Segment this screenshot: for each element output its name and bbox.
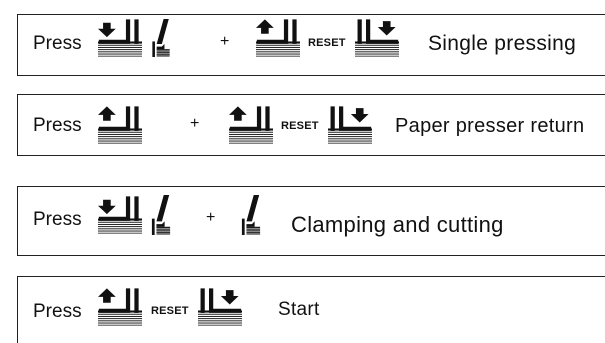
press-label: Press — [33, 209, 82, 230]
instruction-row-paper-presser-return: Press + RESET Paper presser return — [17, 94, 605, 156]
presser-up-icon — [98, 105, 142, 145]
reset-label: RESET — [281, 120, 319, 132]
presser-down-icon — [98, 193, 142, 237]
instruction-row-clamping-and-cutting: Press + Clamping and cutting — [17, 186, 605, 256]
reset-icon — [198, 287, 242, 327]
reset-label: RESET — [308, 37, 346, 49]
plus-sign: + — [206, 209, 216, 226]
reset-label: RESET — [151, 305, 189, 317]
action-description: Paper presser return — [395, 115, 585, 137]
plus-sign: + — [220, 33, 230, 50]
press-label: Press — [33, 33, 82, 54]
blade-icon — [241, 193, 261, 237]
plus-sign: + — [190, 115, 200, 132]
presser-up-icon — [98, 287, 142, 327]
reset-icon — [355, 19, 399, 57]
instruction-row-single-pressing: Press + RESET Single pressing — [17, 14, 605, 76]
instruction-row-start: Press RESET Start — [17, 276, 605, 343]
action-description: Clamping and cutting — [291, 212, 504, 237]
blade-icon — [151, 193, 171, 237]
press-label: Press — [33, 115, 82, 136]
blade-icon — [151, 19, 171, 57]
reset-icon — [328, 105, 372, 145]
presser-up-icon — [229, 105, 273, 145]
presser-up-icon — [256, 19, 300, 57]
presser-down-icon — [98, 19, 142, 57]
action-description: Start — [278, 299, 320, 320]
press-label: Press — [33, 301, 82, 322]
action-description: Single pressing — [428, 32, 577, 55]
